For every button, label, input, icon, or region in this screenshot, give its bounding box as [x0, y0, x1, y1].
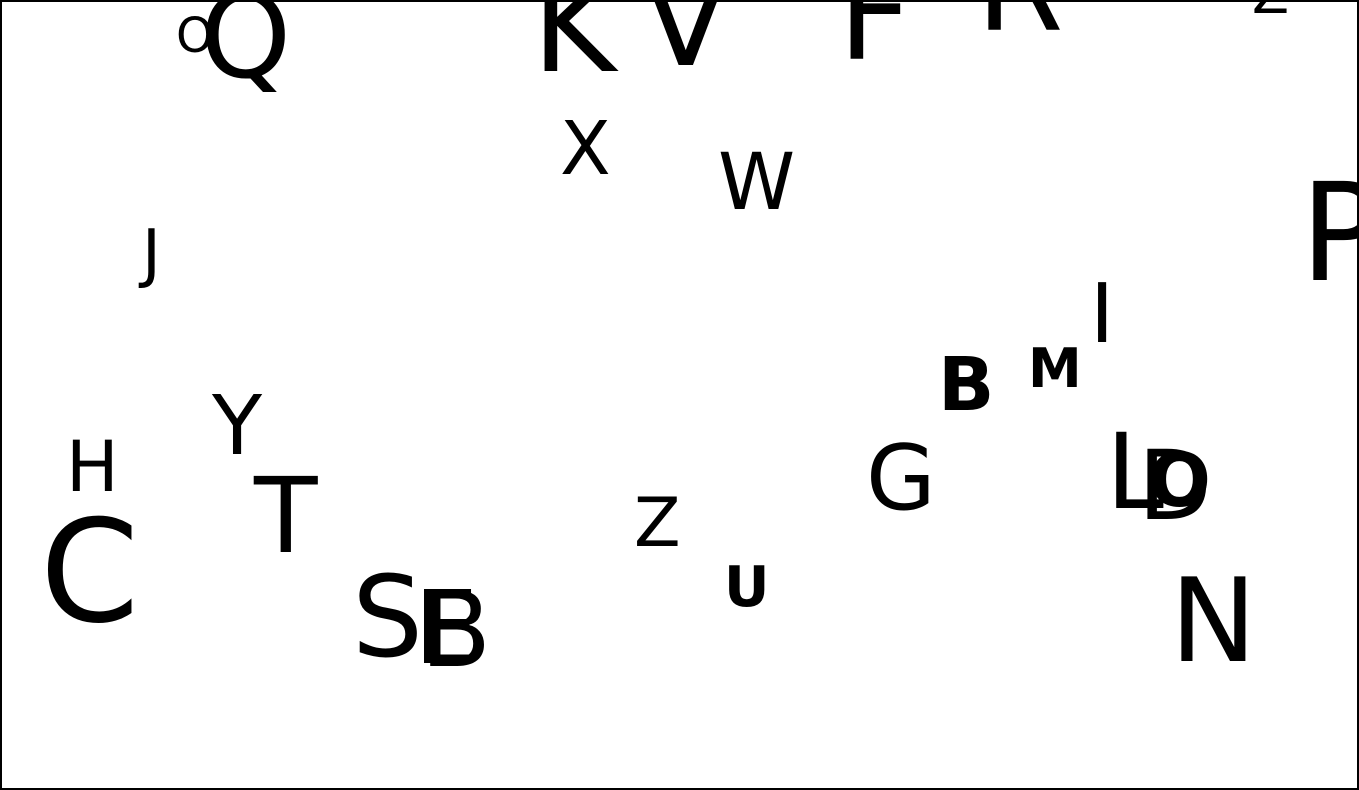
letter-Z-mid: Z — [634, 484, 681, 563]
letter-S: S — [352, 553, 424, 683]
letter-L: L — [1106, 411, 1164, 533]
letter-I: I — [1090, 267, 1115, 362]
letter-O-small-top: O — [176, 8, 214, 64]
letter-T: T — [254, 455, 318, 577]
letter-M: M — [1028, 337, 1082, 400]
letter-G: G — [866, 426, 936, 531]
letter-C: C — [40, 490, 140, 655]
letter-B-bottom: B — [420, 569, 492, 691]
letter-X: X — [560, 106, 611, 192]
letter-E: E — [414, 569, 479, 688]
letter-Y: Y — [212, 379, 263, 474]
letter-B-right: B — [938, 342, 995, 428]
letter-R-top: R — [976, 2, 1064, 50]
letter-H: H — [66, 426, 119, 508]
letter-K-top: K — [532, 0, 616, 102]
letter-J: J — [142, 217, 161, 291]
letter-P-right: P — [1300, 166, 1357, 302]
letter-D: D — [1138, 430, 1212, 542]
letter-U: U — [724, 555, 770, 620]
letter-F-top: F — [838, 0, 912, 90]
letter-Q-large: Q — [200, 0, 292, 105]
letter-V-top: V — [642, 0, 730, 96]
letter-N: N — [1170, 554, 1257, 689]
letter-Z-top-right: Z — [1252, 2, 1289, 22]
letter-W: W — [718, 138, 796, 228]
letter-O-right: O — [1148, 438, 1211, 524]
